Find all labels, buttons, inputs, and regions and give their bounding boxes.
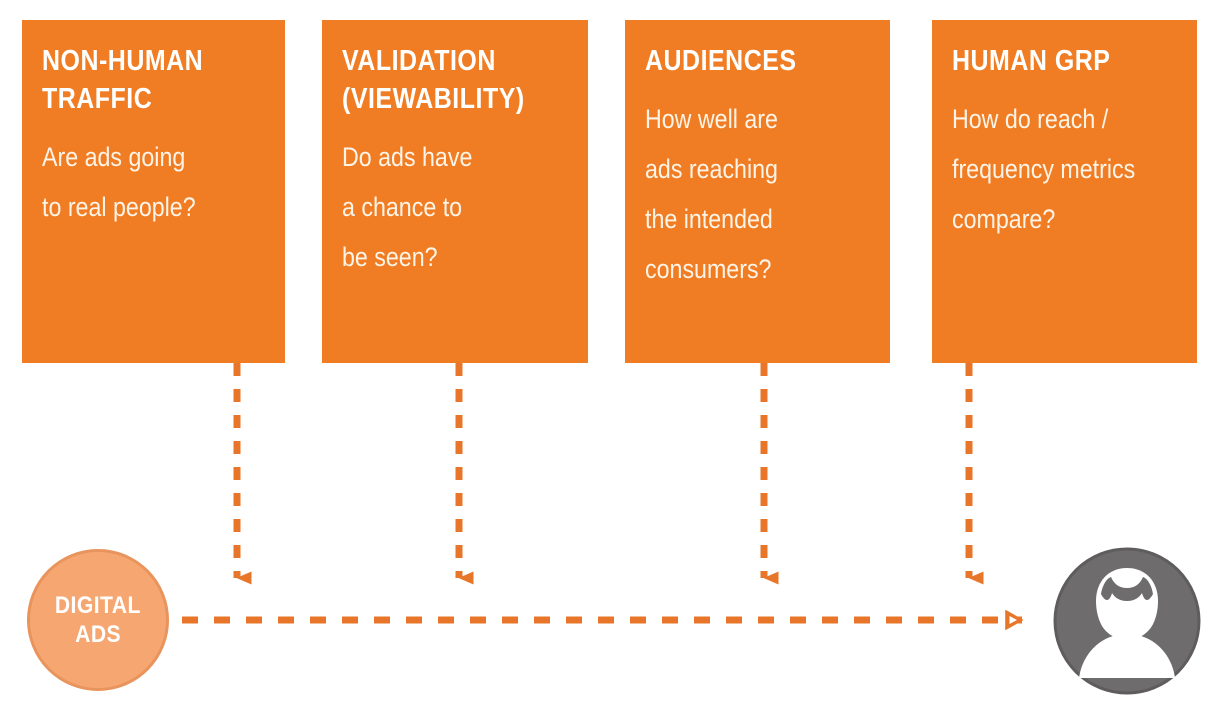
card-title: NON-HUMAN TRAFFIC — [42, 45, 204, 115]
digital-ads-node: DIGITAL ADS — [27, 549, 169, 691]
card-human-grp: HUMAN GRP How do reach / frequency metri… — [932, 20, 1197, 363]
digital-ads-label-line2: ADS — [75, 621, 121, 648]
vertical-connectors — [233, 363, 984, 585]
card-audiences: AUDIENCES How well are ads reaching the … — [625, 20, 890, 363]
card-validation-viewability: VALIDATION (VIEWABILITY) Do ads have a c… — [322, 20, 588, 363]
card-title: VALIDATION (VIEWABILITY) — [342, 45, 525, 115]
person-avatar — [1053, 547, 1201, 695]
card-title: HUMAN GRP — [952, 45, 1111, 77]
card-body: Do ads have a chance to be seen? — [342, 142, 473, 272]
card-body: How well are ads reaching the intended c… — [645, 104, 778, 284]
card-title: AUDIENCES — [645, 45, 797, 77]
card-body: How do reach / frequency metrics compare… — [952, 104, 1136, 234]
digital-ads-label-line1: DIGITAL — [55, 592, 141, 619]
card-body: Are ads going to real people? — [42, 142, 196, 222]
card-non-human-traffic: NON-HUMAN TRAFFIC Are ads going to real … — [22, 20, 285, 363]
person-icon — [1079, 568, 1175, 678]
